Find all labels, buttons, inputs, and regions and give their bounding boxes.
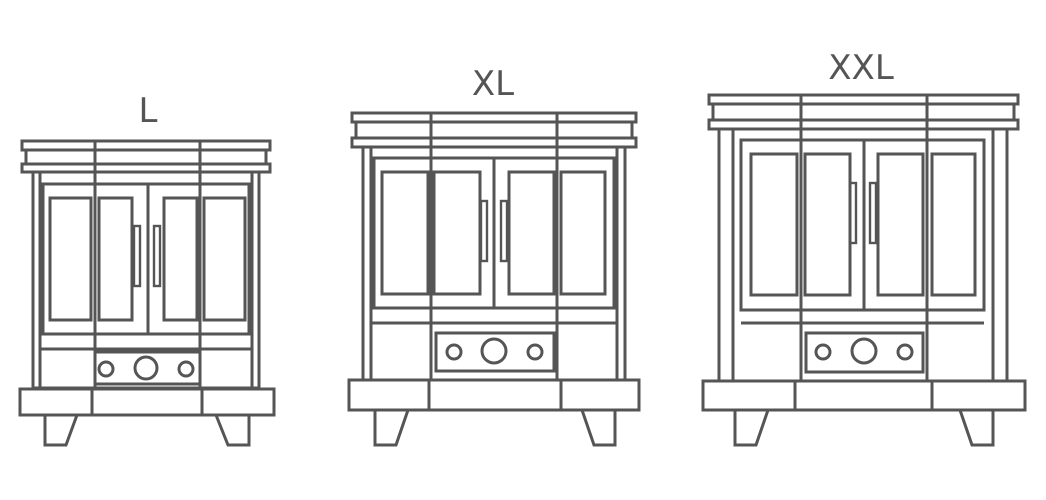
cabinet-l-base — [18, 387, 276, 447]
cabinet-xl-base — [347, 378, 641, 447]
cabinet-xl-body — [361, 145, 627, 382]
door-handle-icon — [479, 199, 489, 263]
knob-icon — [814, 343, 832, 361]
cabinet-l: L — [18, 91, 276, 447]
door-handle-icon — [868, 181, 878, 245]
cabinet-xxl-leg-right — [958, 409, 995, 447]
door-handle-icon — [152, 224, 162, 288]
cabinet-l-leg-right — [214, 414, 251, 447]
knob-icon — [97, 360, 115, 378]
cabinet-xxl-control-panel — [804, 331, 925, 374]
cabinet-xl-crown — [350, 111, 638, 149]
cabinet-xl-leg-right — [580, 409, 617, 447]
door-handle-icon — [848, 181, 858, 245]
cabinet-xxl-crown — [707, 93, 1020, 131]
size-label-l: L — [139, 91, 158, 131]
knob-icon — [526, 343, 544, 361]
size-label-xl: XL — [472, 64, 514, 104]
dial-icon — [850, 337, 878, 365]
cabinet-l-control-panel — [93, 350, 202, 386]
knob-icon — [445, 343, 463, 361]
knob-icon — [177, 360, 195, 378]
dial-icon — [133, 355, 159, 381]
door-handle-icon — [499, 199, 509, 263]
knob-icon — [896, 343, 914, 361]
cabinet-xl: XL — [347, 64, 641, 447]
cabinet-xl-leg-left — [373, 409, 410, 447]
cabinet-xxl-body — [717, 127, 1009, 383]
size-label-xxl: XXL — [828, 48, 894, 88]
cabinet-xxl: XXL — [701, 48, 1027, 447]
dial-icon — [480, 337, 508, 365]
cabinet-l-leg-left — [43, 414, 79, 447]
door-handle-icon — [132, 224, 142, 288]
cabinet-xxl-leg-left — [733, 409, 770, 447]
cabinet-xl-control-panel — [434, 331, 556, 373]
cabinet-xxl-base — [701, 379, 1027, 447]
cabinet-l-crown — [20, 139, 272, 174]
